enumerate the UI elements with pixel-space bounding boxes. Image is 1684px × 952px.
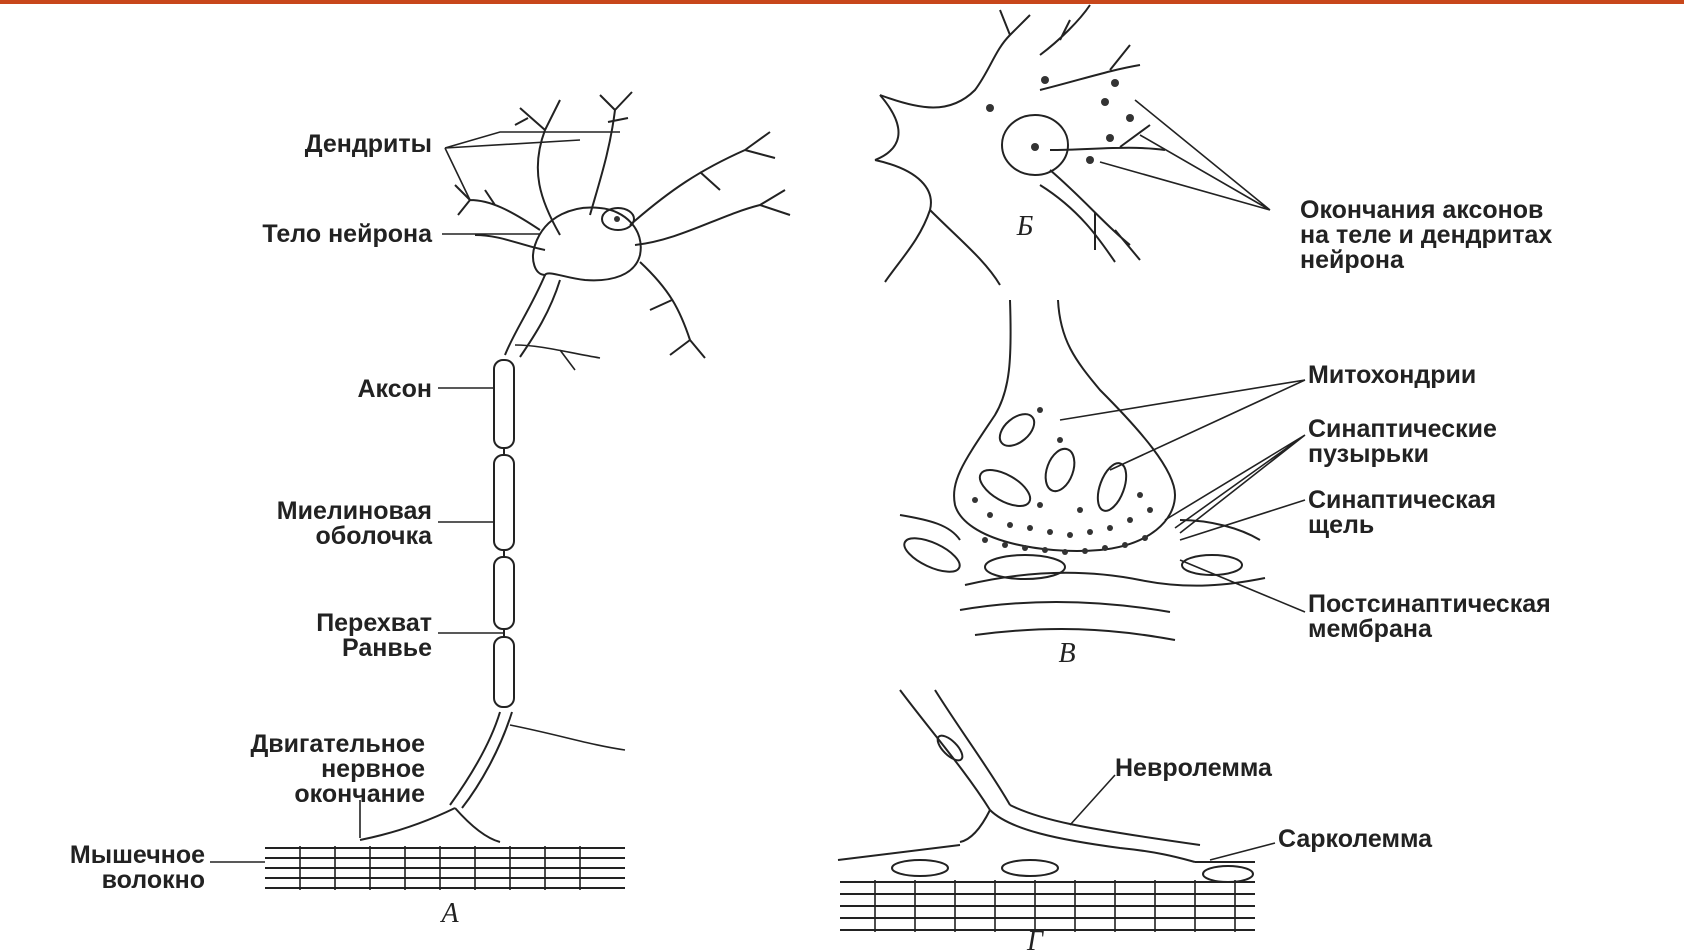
panel-label-g: Г (1026, 926, 1044, 952)
label-cleft-2: щель (1308, 511, 1374, 539)
label-sarcolemma: Сарколемма (1278, 825, 1433, 853)
label-motor-ending-2: нервное (321, 755, 425, 783)
label-axon-endings-2: на теле и дендритах (1300, 221, 1552, 249)
label-motor-ending-1: Двигательное (250, 730, 425, 758)
label-muscle-fiber-1: Мышечное (70, 841, 205, 869)
label-postsynaptic-2: мембрана (1308, 615, 1433, 643)
label-muscle-fiber-2: волокно (102, 866, 205, 894)
myelin-segment (494, 637, 514, 707)
label-axon-endings-1: Окончания аксонов (1300, 196, 1543, 224)
label-ranvier-1: Перехват (316, 609, 432, 637)
label-neurolemma: Невролемма (1115, 754, 1273, 782)
mitochondrion (974, 463, 1035, 514)
mitochondrion (1092, 459, 1132, 514)
mitochondrion (1040, 445, 1079, 495)
neuromuscular-drawing (838, 690, 1255, 932)
label-vesicles-2: пузырьки (1308, 440, 1429, 468)
myelin-segment (494, 360, 514, 448)
label-motor-ending-3: окончание (294, 780, 425, 808)
label-postsynaptic-1: Постсинаптическая (1308, 590, 1551, 618)
label-ranvier-2: Ранвье (342, 634, 432, 662)
label-dendrites: Дендриты (305, 130, 432, 158)
neuron-body-drawing (875, 5, 1165, 285)
label-vesicles-1: Синаптические (1308, 415, 1497, 443)
label-cleft-1: Синаптическая (1308, 486, 1496, 514)
panel-label-b: Б (1016, 211, 1034, 242)
panel-label-v: В (1058, 638, 1075, 669)
label-axon-endings-3: нейрона (1300, 246, 1405, 274)
label-neuron-body: Тело нейрона (262, 220, 433, 248)
muscle-fiber-g (840, 860, 1255, 932)
myelin-segment (494, 557, 514, 629)
label-myelin-2: оболочка (316, 522, 434, 550)
synapse-drawing (900, 300, 1265, 640)
mitochondrion (900, 531, 965, 578)
label-mitochondria: Митохондрии (1308, 361, 1476, 389)
muscle-fiber (265, 846, 625, 890)
label-myelin-1: Миелиновая (277, 497, 432, 525)
label-axon: Аксон (357, 375, 432, 403)
myelin-segment (494, 455, 514, 550)
panel-label-a: А (439, 898, 459, 929)
mitochondrion (994, 408, 1040, 452)
